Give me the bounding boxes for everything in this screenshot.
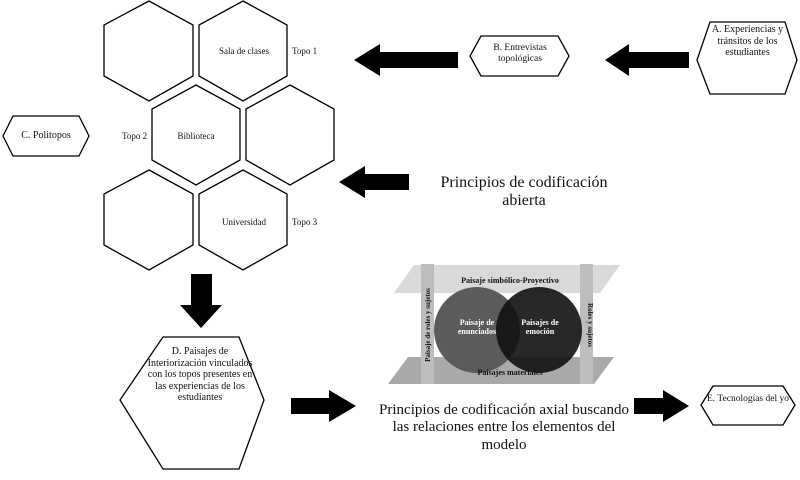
principles-abierta-label: Principios de codificación abierta: [440, 174, 608, 210]
node-d-label: D. Paisajes de Interiorización vinculado…: [147, 346, 253, 403]
circle-emocion-label: Paisajes de emoción: [521, 318, 559, 337]
node-e-label: E. Tecnologías del yo: [706, 394, 789, 404]
circle-emocion: [496, 287, 582, 373]
model-right-label: Roles y sujetos: [586, 303, 594, 347]
hexagon-universidad: [198, 169, 288, 271]
node-b-label: B. Entrevistas topológicas: [493, 43, 547, 64]
hexagon-empty-bottom-left: [103, 169, 194, 271]
circle-enunciados: [434, 287, 520, 373]
model-figure: [388, 264, 620, 384]
node-c-shape: [2, 115, 90, 157]
hexagon-biblioteca-label: Biblioteca: [178, 131, 215, 141]
arrow-hexagons-down: [180, 274, 222, 328]
topo-1-label: Topo 1: [292, 46, 317, 56]
arrow-d-to-axial: [291, 390, 356, 422]
model-top-plane: [394, 265, 620, 293]
hexagon-empty-right: [245, 84, 335, 186]
model-top-label: Paisaje simbólico-Proyectivo: [461, 276, 559, 285]
hexagon-biblioteca: [151, 84, 241, 186]
arrow-b-to-hexagons: [354, 44, 458, 76]
model-left-pillar: [421, 264, 434, 384]
topo-3-label: Topo 3: [292, 217, 318, 227]
topo-2-label: Topo 2: [122, 131, 147, 141]
node-a-label: A. Experiencias y tránsitos de los estud…: [711, 24, 784, 58]
node-b-shape: [469, 35, 570, 77]
hexagon-empty-top-left: [103, 0, 194, 102]
model-right-pillar: [580, 264, 593, 384]
arrow-abierta-to-hexagons: [339, 166, 409, 198]
hexagon-universidad-label: Universidad: [222, 217, 266, 227]
arrow-a-to-b: [605, 44, 689, 76]
hexagon-sala-label: Sala de clases: [219, 46, 269, 56]
node-d-shape: [119, 336, 265, 470]
hexagon-sala: [198, 0, 288, 102]
node-c-label: C. Politopos: [21, 130, 71, 141]
node-e-shape: [700, 385, 796, 426]
model-left-label: Paisaje de roles y sujetos: [424, 288, 432, 362]
node-a-shape: [696, 21, 798, 95]
circle-enunciados-label: Paisaje de enunciados: [457, 318, 497, 337]
arrow-axial-to-e: [634, 390, 689, 422]
principles-axial-label: Principios de codificación axial buscand…: [379, 402, 629, 453]
model-bottom-label: Paisajes materiales: [477, 368, 542, 377]
